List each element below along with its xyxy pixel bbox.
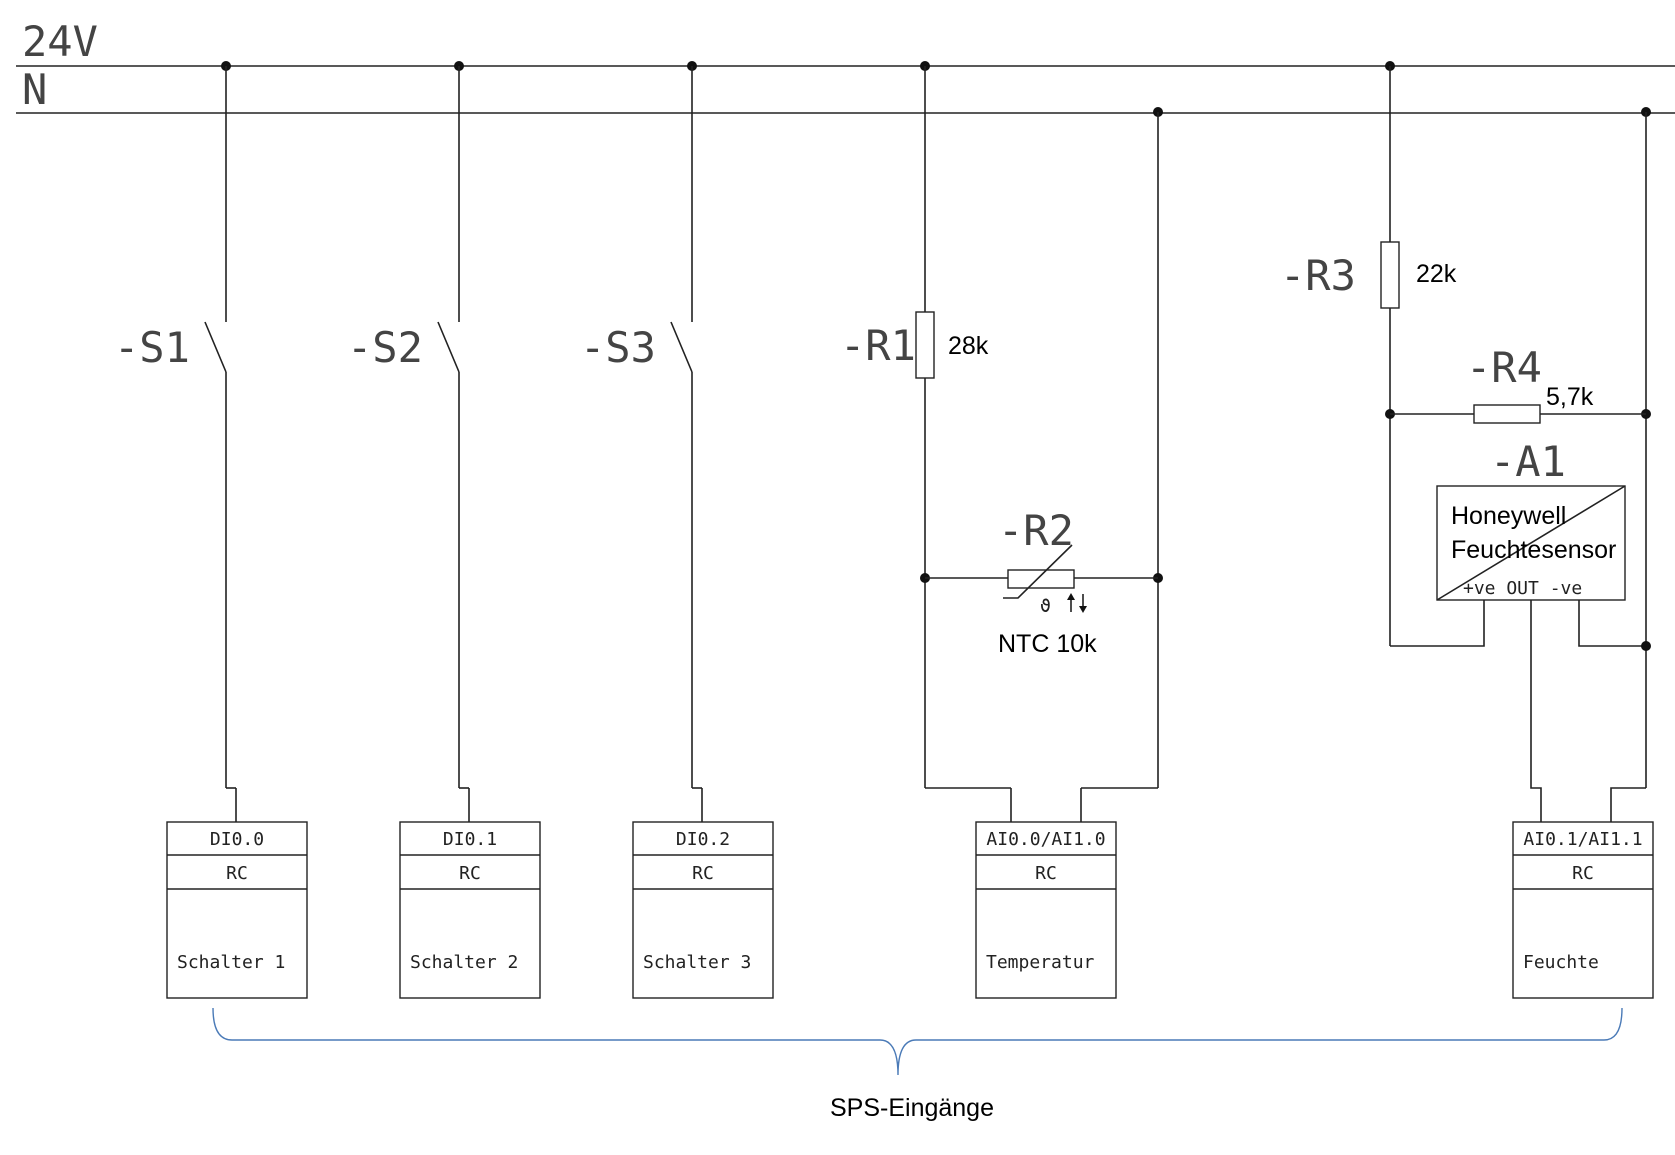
switch-s3-tag: -S3 [580, 323, 656, 372]
switch-s2-tag: -S2 [347, 323, 423, 372]
humidity-branch: -R3 22k -R4 5,7k -A1 Honeywell Feuchtese… [1280, 61, 1651, 822]
rail-n-label: N [22, 65, 47, 114]
ntc-arrows-icon [1067, 593, 1087, 613]
resistor-r3-tag: -R3 [1280, 251, 1356, 300]
switch-s1-tag: -S1 [114, 323, 190, 372]
plc-address: DI0.0 [210, 829, 264, 850]
plc-address: AI0.1/AI1.1 [1523, 829, 1642, 850]
plc-address: DI0.1 [443, 829, 497, 850]
plc-module-box [399, 821, 541, 999]
switch-branch-s2: -S2 [347, 61, 470, 822]
wire-sensor-out [1530, 600, 1542, 822]
plc-input-name: Schalter 2 [410, 952, 518, 973]
plc-input-name: Feuchte [1523, 952, 1599, 973]
resistor-r1-tag: -R1 [840, 321, 916, 370]
switch-branch-s3: -S3 [580, 61, 703, 822]
resistor-r2-tag: -R2 [998, 506, 1074, 555]
group-label: SPS-Eingänge [830, 1094, 994, 1122]
resistor-r4 [1473, 404, 1541, 424]
wire-sensor-minus [1578, 600, 1646, 647]
plc-address: AI0.0/AI1.0 [986, 829, 1105, 850]
plc-module: RC [459, 863, 481, 884]
plc-module-box [166, 821, 308, 999]
plc-input-name: Temperatur [986, 952, 1095, 973]
sensor-line2: Feuchtesensor [1451, 536, 1616, 564]
plc-input-name: Schalter 3 [643, 952, 751, 973]
plc-module: RC [692, 863, 714, 884]
resistor-r2-value: NTC 10k [998, 630, 1097, 658]
switch-contact-s1 [204, 321, 227, 373]
plc-module-box [632, 821, 774, 999]
sensor-diagonal [1436, 485, 1626, 601]
wire [1610, 787, 1646, 822]
resistor-r4-value: 5,7k [1546, 383, 1594, 411]
plc-module-box [1512, 821, 1654, 999]
switch-contact-s2 [437, 321, 460, 373]
plc-input-ai1: AI0.1/AI1.1 RC Feuchte [1512, 821, 1654, 999]
sensor-line1: Honeywell [1451, 502, 1566, 530]
switch-contact-s3 [670, 321, 693, 373]
junction-dot [1641, 641, 1651, 651]
plc-input-di02: DI0.2 RC Schalter 3 [632, 821, 774, 999]
plc-input-name: Schalter 1 [177, 952, 285, 973]
sensor-pins: +ve OUT -ve [1463, 578, 1582, 599]
switch-branch-s1: -S1 [114, 61, 237, 822]
resistor-r1 [915, 311, 935, 379]
plc-input-di00: DI0.0 RC Schalter 1 [166, 821, 308, 999]
resistor-r3-value: 22k [1416, 260, 1457, 288]
wire-sensor-plus [1390, 600, 1485, 647]
temperature-branch: -R1 28k -R2 ϑ NTC 10k [840, 61, 1163, 822]
resistor-r1-value: 28k [948, 332, 989, 360]
thermistor-r2 [1007, 569, 1075, 589]
plc-module: RC [1572, 863, 1594, 884]
group-brace [212, 1007, 1623, 1076]
plc-module: RC [226, 863, 248, 884]
sensor-a1-tag: -A1 [1490, 437, 1566, 486]
plc-address: DI0.2 [676, 829, 730, 850]
thermistor-slash [1003, 544, 1073, 599]
temperature-symbol-icon: ϑ [1040, 596, 1051, 617]
plc-module-box [975, 821, 1117, 999]
resistor-r3 [1380, 241, 1400, 309]
plc-module: RC [1035, 863, 1057, 884]
rail-24v-label: 24V [22, 17, 98, 66]
plc-input-ai0: AI0.0/AI1.0 RC Temperatur [975, 821, 1117, 999]
resistor-r4-tag: -R4 [1466, 343, 1542, 392]
supply-rails: 24V N [16, 17, 1675, 114]
plc-input-di01: DI0.1 RC Schalter 2 [399, 821, 541, 999]
